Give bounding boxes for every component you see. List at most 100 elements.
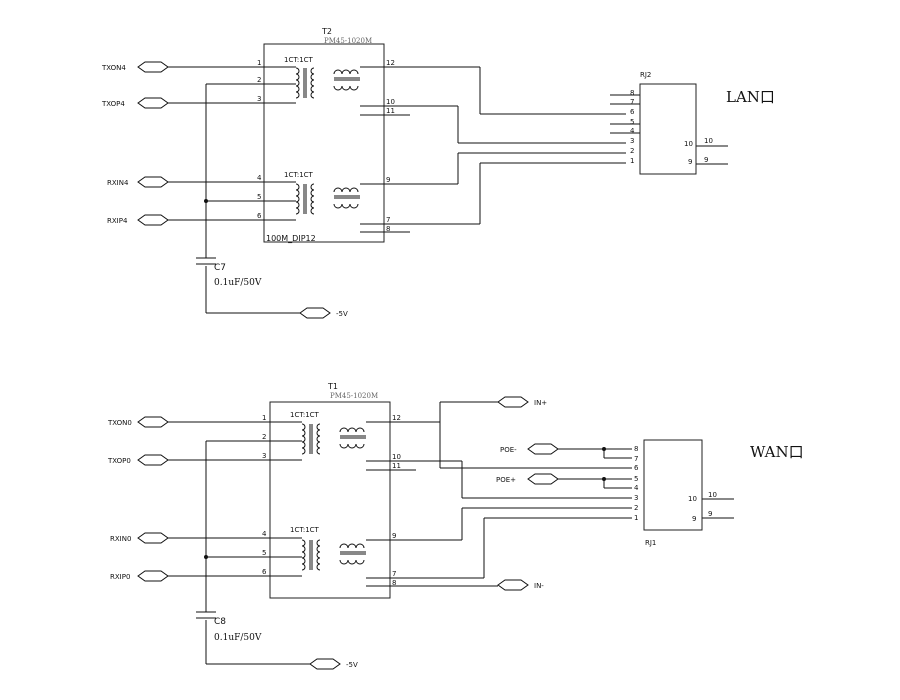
wan-pin-4: 4	[262, 530, 267, 538]
rj2-pin-10: 10	[684, 140, 693, 148]
poe-neg-junction-dot	[602, 447, 606, 451]
lan-input-wires	[168, 66, 300, 314]
rj1-pin-1: 1	[634, 514, 638, 522]
rj1-pin-6: 6	[634, 464, 639, 472]
wan-pin-10: 10	[392, 453, 401, 461]
capacitor-c8-ref: C8	[214, 617, 226, 627]
port-txon4: TXON4	[101, 61, 169, 73]
port-label-txop4: TXOP4	[101, 100, 125, 108]
lan-pin-7: 7	[386, 216, 390, 224]
connector-rj1-body	[643, 439, 703, 531]
rj1-pin-8: 8	[634, 445, 638, 453]
lan-pin-3: 3	[257, 95, 261, 103]
wan-coil-top-icon	[301, 423, 366, 455]
port-lan-neg5v: -5V	[299, 307, 348, 319]
port-poe-pos: POE+	[496, 473, 559, 485]
rj1-pin-2: 2	[634, 504, 638, 512]
capacitor-c7-value: 0.1uF/50V	[214, 278, 262, 288]
lan-pin-5: 5	[257, 193, 261, 201]
connector-rj2-body	[639, 83, 697, 175]
lan-circuit: T2 PM45-1020M 100M_DIP12 1CT:1CT 1CT:1CT	[101, 27, 775, 319]
rj2-pin-3: 3	[630, 137, 634, 145]
rj1-pin-7: 7	[634, 455, 638, 463]
wan-pin-2: 2	[262, 433, 266, 441]
rj2-pin-9: 9	[688, 158, 692, 166]
port-label-rxip4: RXIP4	[107, 217, 128, 225]
wan-output-wires	[366, 401, 734, 587]
rj1-pin-10: 10	[688, 495, 697, 503]
wan-pin-8: 8	[392, 579, 396, 587]
lan-pin-4: 4	[257, 174, 262, 182]
rj1-pin-5: 5	[634, 475, 638, 483]
rj1-pin-4: 4	[634, 484, 639, 492]
transformer-t1-part: PM45-1020M	[330, 392, 378, 400]
port-label-poe-neg: POE-	[500, 446, 517, 454]
port-txop0: TXOP0	[107, 454, 169, 466]
wan-title: WAN口	[750, 443, 804, 461]
transformer-t1-body	[269, 401, 391, 599]
wan-input-wires	[168, 421, 310, 665]
rj1-out-9: 9	[708, 510, 712, 518]
rj2-pin-8: 8	[630, 89, 634, 97]
lan-pin-10: 10	[386, 98, 395, 106]
wan-pin-6: 6	[262, 568, 267, 576]
port-label-in-neg: IN-	[534, 582, 544, 590]
lan-pin-1: 1	[257, 59, 261, 67]
connector-rj2-ref: RJ2	[640, 71, 651, 79]
wan-pin-5: 5	[262, 549, 266, 557]
lan-pin-11: 11	[386, 107, 395, 115]
port-label-txop0: TXOP0	[107, 457, 131, 465]
rj2-pin-2: 2	[630, 147, 634, 155]
lan-pin-9: 9	[386, 176, 390, 184]
wan-pin-9: 9	[392, 532, 396, 540]
rj2-out-10: 10	[704, 137, 713, 145]
rj2-out-9: 9	[704, 156, 708, 164]
transformer-t2-ref: T2	[321, 27, 332, 36]
capacitor-c7-ref: C7	[214, 263, 226, 273]
port-label-txon4: TXON4	[101, 64, 126, 72]
rj2-pin-1: 1	[630, 157, 634, 165]
port-rxip4: RXIP4	[107, 214, 169, 226]
lan-pin-12: 12	[386, 59, 395, 67]
transformer-t2-package: 100M_DIP12	[266, 234, 316, 243]
lan-pin-2: 2	[257, 76, 261, 84]
capacitor-c7-icon	[196, 257, 216, 265]
transformer-t2-body	[263, 43, 385, 243]
port-label-lan-neg5v: -5V	[336, 310, 348, 318]
lan-ratio-bottom: 1CT:1CT	[284, 171, 314, 179]
wan-coil-bottom-icon	[301, 539, 366, 571]
port-in-neg: IN-	[497, 579, 544, 591]
transformer-t1-ref: T1	[327, 382, 338, 391]
rj1-pin-3: 3	[634, 494, 638, 502]
wan-ratio-top: 1CT:1CT	[290, 411, 320, 419]
lan-pin-8: 8	[386, 225, 390, 233]
wan-ratio-bottom: 1CT:1CT	[290, 526, 320, 534]
rj2-pin-4: 4	[630, 127, 635, 135]
lan-junction-dot	[204, 199, 208, 203]
rj1-out-10: 10	[708, 491, 717, 499]
port-rxip0: RXIP0	[110, 570, 169, 582]
capacitor-c8-value: 0.1uF/50V	[214, 633, 262, 643]
port-wan-neg5v: -5V	[309, 658, 358, 670]
port-label-poe-pos: POE+	[496, 476, 516, 484]
lan-coil-top-icon	[295, 67, 360, 99]
port-label-rxip0: RXIP0	[110, 573, 130, 581]
rj2-pin-6: 6	[630, 108, 635, 116]
port-label-in-pos: IN+	[534, 399, 547, 407]
wan-pin-3: 3	[262, 452, 266, 460]
poe-pos-junction-dot	[602, 477, 606, 481]
lan-title: LAN口	[726, 88, 775, 106]
port-rxin0: RXIN0	[110, 532, 169, 544]
wan-circuit: T1 PM45-1020M 1CT:1CT 1CT:1CT	[107, 382, 804, 670]
transformer-t2-part: PM45-1020M	[324, 37, 372, 45]
rj2-pin-5: 5	[630, 118, 634, 126]
capacitor-c8-icon	[196, 611, 216, 619]
wan-pin-1: 1	[262, 414, 266, 422]
lan-output-wires	[360, 66, 728, 233]
port-label-rxin0: RXIN0	[110, 535, 131, 543]
wan-pin-12: 12	[392, 414, 401, 422]
lan-coil-bottom-icon	[295, 183, 360, 215]
port-txon0: TXON0	[107, 416, 169, 428]
port-in-pos: IN+	[497, 396, 547, 408]
